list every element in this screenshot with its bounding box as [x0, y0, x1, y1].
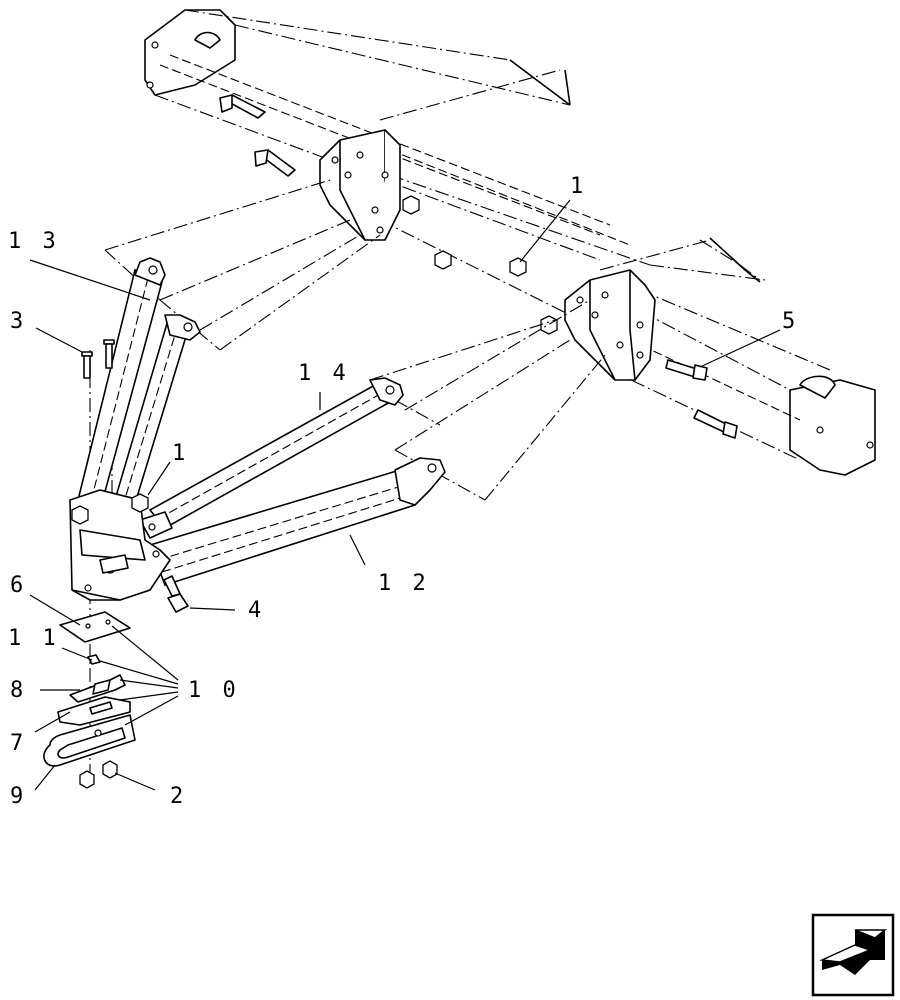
callout-4: 4 [248, 598, 265, 623]
arm-14 [139, 377, 404, 539]
assembly-lines [89, 179, 606, 780]
callout-3: 3 [10, 309, 27, 334]
callout-2: 2 [170, 784, 187, 809]
spacer-11 [87, 654, 101, 665]
callout-9: 9 [10, 784, 27, 809]
arm-12 [148, 457, 446, 586]
arm-13 [77, 257, 201, 522]
callout-11: 1 1 [8, 626, 60, 651]
callout-8: 8 [10, 678, 27, 703]
plate-6 [59, 611, 131, 643]
callout-10: 1 0 [188, 678, 240, 703]
lower-mount-bracket [564, 269, 656, 381]
callout-7: 7 [10, 731, 27, 756]
callout-labels: 1 1 3 3 5 1 4 1 1 2 4 6 1 1 1 0 8 7 9 2 [8, 174, 799, 809]
callout-1-top: 1 [570, 174, 587, 199]
leader-lines [29, 199, 781, 791]
callout-1-mid: 1 [172, 441, 189, 466]
upper-mount-bracket [319, 129, 401, 241]
frame-nuts [402, 195, 558, 335]
callout-14: 1 4 [298, 361, 350, 386]
frame-bolts [219, 94, 738, 439]
callout-13: 1 3 [8, 229, 60, 254]
main-frame [144, 9, 876, 476]
bolts-3 [81, 339, 115, 379]
callout-5: 5 [782, 309, 799, 334]
hitch-hardware [43, 611, 136, 789]
next-page-arrow-icon[interactable] [811, 913, 895, 997]
bolt-4 [163, 575, 189, 613]
hitch-body [69, 489, 171, 601]
callout-6: 6 [10, 573, 27, 598]
callout-12: 1 2 [378, 571, 430, 596]
